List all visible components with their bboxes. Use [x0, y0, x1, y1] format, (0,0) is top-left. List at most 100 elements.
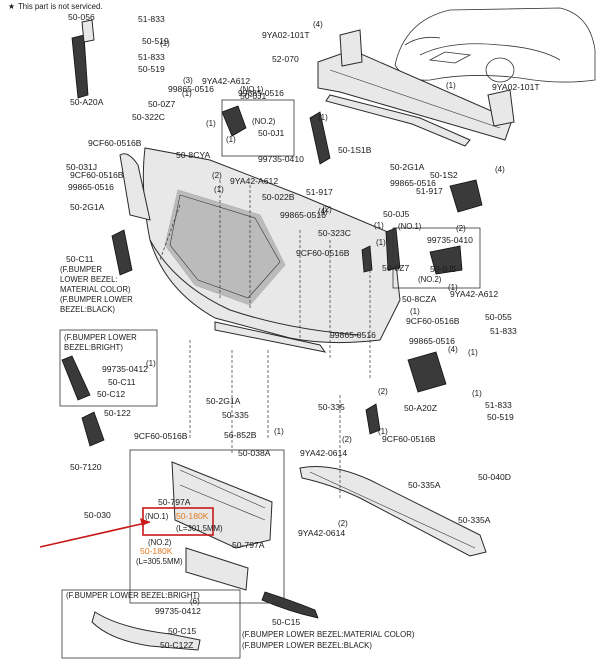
c11-note-line: LOWER BEZEL:: [60, 275, 118, 284]
part-label: 50-335: [222, 410, 249, 420]
quantity-label: (2): [378, 387, 388, 396]
part-label: 50-122: [104, 408, 131, 418]
quantity-label: (1): [274, 427, 284, 436]
part-label: 99865-0516: [280, 210, 326, 220]
part-label: 51-917: [416, 186, 443, 196]
part-label: 9YA42-A612: [230, 176, 278, 186]
bumper-fascia: [119, 147, 401, 353]
part-label: 99735-0412: [155, 606, 201, 616]
quantity-label: (2): [342, 435, 352, 444]
quantity-label: (1): [446, 81, 456, 90]
quantity-label: (2): [338, 519, 348, 528]
box-bright-bezel: [59, 329, 158, 407]
part-label: 50-335: [318, 402, 345, 412]
part-label: 50-031J: [66, 162, 97, 172]
part-label: 99865-0516: [68, 182, 114, 192]
box-no1-no2-top: [221, 99, 295, 157]
part-label: 50-030: [84, 510, 111, 520]
bright-box-note-line: BEZEL:BRIGHT): [64, 343, 123, 352]
legend-star: ★: [8, 2, 15, 11]
material-note-bottom: (F.BUMPER LOWER BEZEL:MATERIAL COLOR): [242, 630, 415, 639]
part-label-highlight-2: 50-180K: [140, 546, 173, 556]
part-label: 50-C15: [272, 617, 300, 627]
part-label: 51-833: [485, 400, 512, 410]
quantity-label: (1): [214, 185, 224, 194]
c11-note-line: (F.BUMPER LOWER: [60, 295, 133, 304]
part-label: 50-040D: [478, 472, 511, 482]
part-label: 50-1S2: [430, 170, 458, 180]
part-label: 50-056: [68, 12, 95, 22]
box-right-no2: [392, 227, 481, 289]
note-no2: (NO.2): [252, 117, 276, 126]
part-label: 50-0J5: [383, 209, 409, 219]
note-no2-bracket: (NO.2): [148, 538, 172, 547]
part-label: 50-322C: [132, 112, 165, 122]
part-label: 50-8CYA: [176, 150, 210, 160]
part-label: 51-917: [306, 187, 333, 197]
quantity-label: (2): [322, 205, 332, 214]
quantity-label: (4): [318, 207, 328, 216]
note-no1-bracket: (NO.1): [145, 512, 169, 521]
part-label: 51-833: [138, 14, 165, 24]
part-label: 50-A20Z: [404, 403, 437, 413]
lower-bezels: [91, 591, 319, 651]
part-label: 99735-0410: [427, 235, 473, 245]
part-label: 9YA02-101T: [492, 82, 540, 92]
part-label: 50-323C: [318, 228, 351, 238]
part-label: 99865-0516: [390, 178, 436, 188]
quantity-label: (4): [313, 20, 323, 29]
quantity-label: (4): [448, 345, 458, 354]
part-label: 99735-0412: [102, 364, 148, 374]
part-label: 50-C11: [108, 377, 136, 387]
quantity-label: (3): [183, 76, 193, 85]
quantity-label: (4): [495, 165, 505, 174]
part-label: 50-797A: [158, 497, 191, 507]
quantity-label: (1): [226, 135, 236, 144]
quantity-label: (1): [472, 389, 482, 398]
part-label: 50-022B: [262, 192, 295, 202]
part-label: 99865-0516: [238, 88, 284, 98]
c11-note-line: BEZEL:BLACK): [60, 305, 115, 314]
part-label: 99865-0516: [168, 84, 214, 94]
part-label: 9CF60-0516B: [134, 431, 188, 441]
quantity-label: (1): [378, 427, 388, 436]
bright-bezel-note-bottom: (F.BUMPER LOWER BEZEL:BRIGHT): [66, 591, 200, 600]
part-label: 50-C12Z: [160, 640, 193, 650]
quantity-label: (1): [206, 119, 216, 128]
part-label: 50-335A: [408, 480, 441, 490]
quantity-label: (1): [374, 221, 384, 230]
part-label: 50-797A: [232, 540, 265, 550]
pointer-arrow-line: [39, 521, 151, 548]
assembly-lines: [159, 180, 371, 500]
part-label: 9CF60-0516B: [296, 248, 350, 258]
quantity-label: (2): [212, 171, 222, 180]
part-label: 50-0J1: [258, 128, 284, 138]
part-label: 9CF60-0516B: [88, 138, 142, 148]
quantity-label: (1): [468, 348, 478, 357]
quantity-label: (1): [410, 307, 420, 316]
part-label: 50-2G1A: [390, 162, 425, 172]
quantity-label: (1): [448, 283, 458, 292]
black-note-bottom: (F.BUMPER LOWER BEZEL:BLACK): [242, 641, 372, 650]
part-label-highlight: 50-180K: [176, 511, 209, 521]
quantity-label: (2): [456, 224, 466, 233]
part-label: 9YA02-101T: [262, 30, 310, 40]
pointer-arrow-head: [140, 518, 150, 526]
length-no1: (L=301.5MM): [176, 524, 223, 533]
part-label: 50-8CZA: [402, 294, 437, 304]
legend-text: This part is not serviced.: [18, 2, 103, 11]
part-label: 52-070: [272, 54, 299, 64]
part-label: 9CF60-0516B: [382, 434, 436, 444]
part-label: 50-038A: [238, 448, 271, 458]
lower-strip: [299, 466, 487, 557]
part-label: 50-C11: [66, 254, 94, 264]
part-label: 50-0J5: [430, 264, 456, 274]
part-label: 50-A20A: [70, 97, 104, 107]
part-label: 51-833: [138, 52, 165, 62]
quantity-label: (1): [318, 113, 328, 122]
quantity-label: (6): [190, 597, 200, 606]
part-label: 99735-0410: [258, 154, 304, 164]
